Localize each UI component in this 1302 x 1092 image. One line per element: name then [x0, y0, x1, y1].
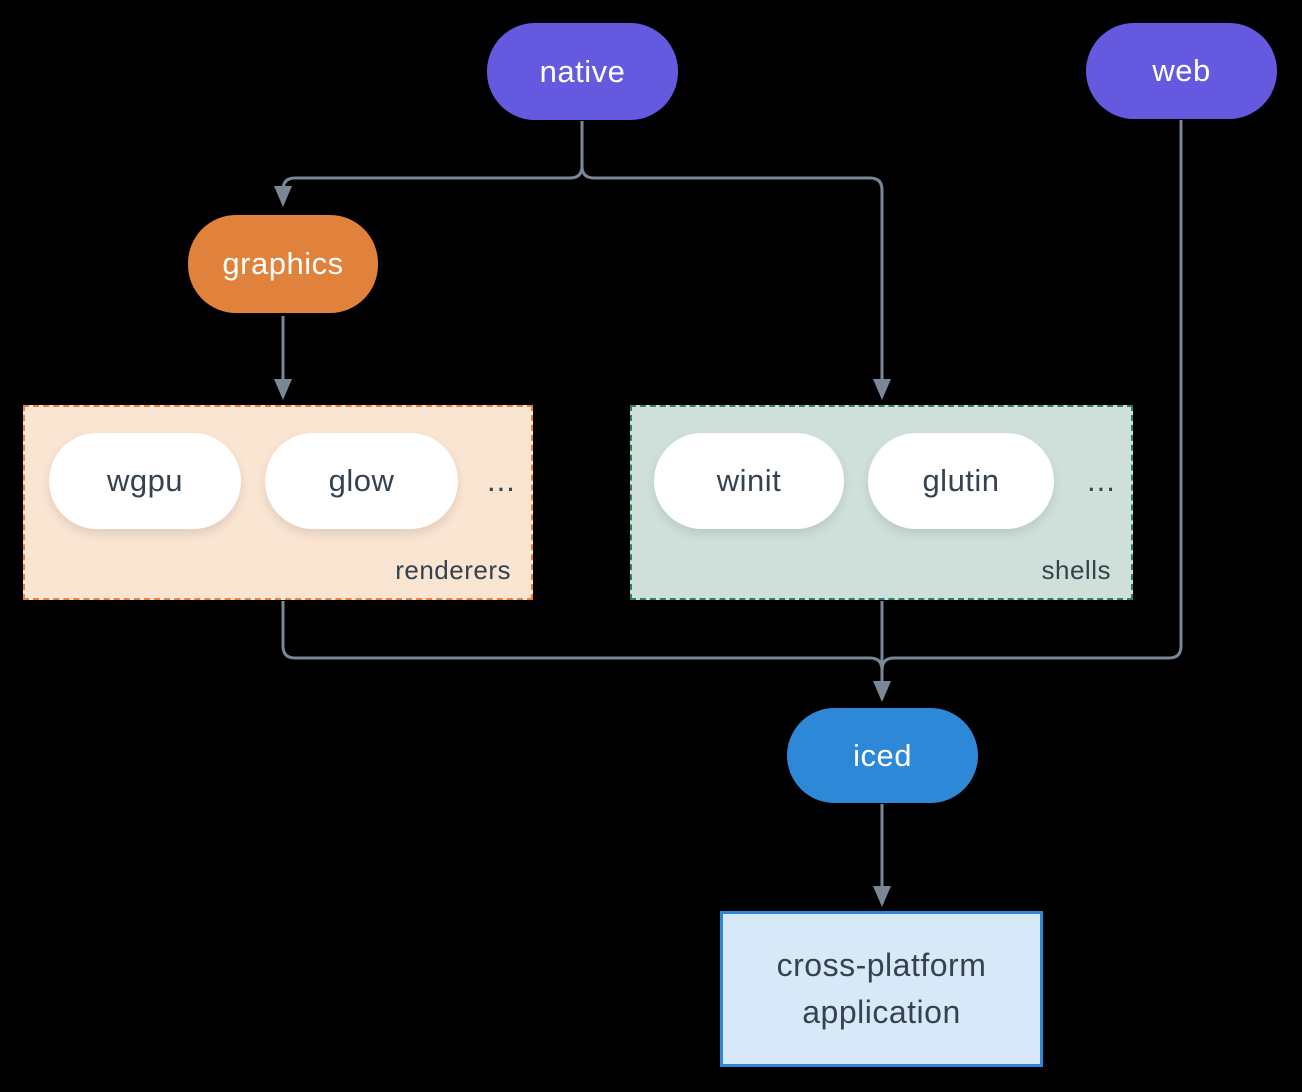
node-iced: iced — [787, 708, 978, 803]
node-web: web — [1086, 23, 1277, 119]
group-renderers: wgpu glow ... renderers — [23, 405, 533, 600]
node-winit: winit — [654, 433, 844, 529]
node-glutin: glutin — [868, 433, 1054, 529]
group-shells: winit glutin ... shells — [630, 405, 1133, 600]
node-iced-label: iced — [853, 737, 912, 773]
node-wgpu-label: wgpu — [106, 463, 184, 498]
node-application-label: cross-platform application — [776, 947, 987, 1030]
renderers-ellipsis-label: ... — [487, 463, 516, 498]
connector-native-to-graphics — [274, 121, 584, 207]
node-web-label: web — [1152, 53, 1211, 88]
node-graphics: graphics — [188, 215, 378, 313]
node-native: native — [487, 23, 678, 120]
connector-native-to-shells — [580, 121, 891, 400]
shells-group-title: shells — [1041, 555, 1111, 585]
shells-ellipsis-label: ... — [1087, 463, 1116, 498]
node-application: cross-platform application — [720, 911, 1043, 1067]
renderers-group-title: renderers — [395, 555, 511, 585]
node-glow: glow — [265, 433, 458, 529]
node-glow-label: glow — [328, 463, 395, 498]
node-glutin-label: glutin — [922, 463, 1000, 498]
node-winit-label: winit — [716, 463, 782, 498]
node-wgpu: wgpu — [49, 433, 241, 529]
node-graphics-label: graphics — [222, 246, 344, 281]
connector-renderers-to-merge — [281, 601, 884, 671]
shells-ellipsis: ... — [1087, 433, 1116, 529]
node-native-label: native — [539, 53, 626, 89]
renderers-ellipsis: ... — [487, 433, 516, 529]
